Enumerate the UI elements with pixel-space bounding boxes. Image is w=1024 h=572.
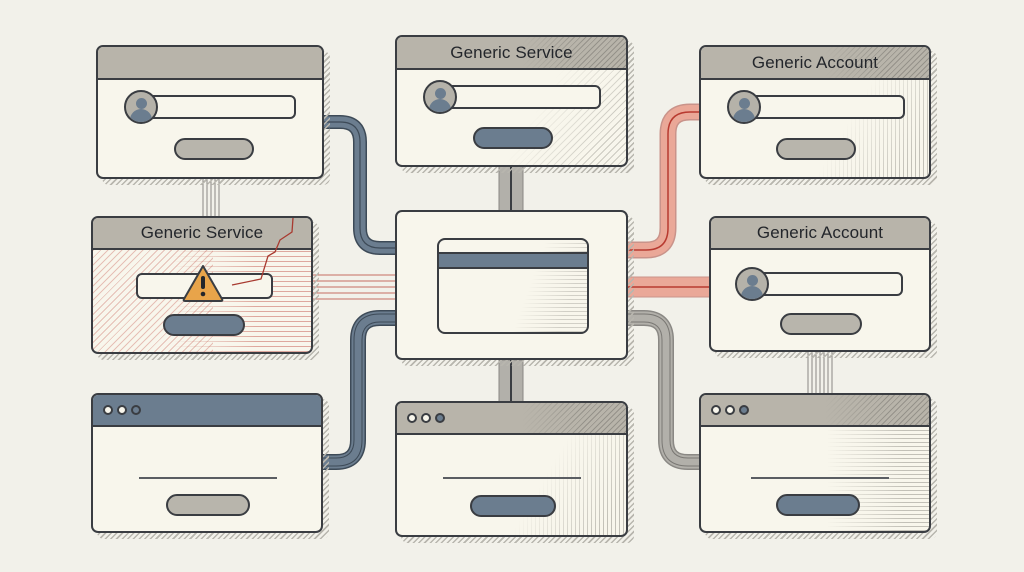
user-avatar-icon [124, 90, 158, 124]
connector-bottom-left-to-center [322, 310, 398, 470]
credit-card-icon [437, 238, 589, 334]
submit-button[interactable] [166, 494, 250, 516]
window-titlebar: Generic Service [93, 218, 311, 250]
submit-button[interactable] [470, 495, 556, 517]
window-titlebar [93, 395, 321, 427]
connector-bottom-right-to-center [628, 310, 702, 470]
window-dot-icon[interactable] [725, 405, 735, 415]
window-dot-icon[interactable] [435, 413, 445, 423]
window-dot-icon[interactable] [103, 405, 113, 415]
window-titlebar [701, 395, 929, 427]
warning-triangle-icon [182, 265, 224, 302]
window-titlebar [98, 47, 322, 80]
user-avatar-icon [727, 90, 761, 124]
window-titlebar: Generic Account [701, 47, 929, 80]
connector-top-right-to-center [628, 103, 702, 259]
text-placeholder-line [139, 477, 277, 479]
window-bottom-left [91, 393, 323, 533]
window-controls [103, 405, 141, 415]
submit-button[interactable] [174, 138, 254, 160]
window-top-right: Generic Account [699, 45, 931, 179]
window-dot-icon[interactable] [117, 405, 127, 415]
window-top-left [96, 45, 324, 179]
window-bottom-right [699, 393, 931, 533]
window-top-center: Generic Service [395, 35, 628, 167]
shading [507, 435, 626, 535]
window-controls [711, 405, 749, 415]
window-title: Generic Account [756, 223, 884, 242]
window-controls [407, 413, 445, 423]
user-avatar-icon [423, 80, 457, 114]
submit-button[interactable] [776, 494, 860, 516]
window-titlebar [397, 403, 626, 435]
connector-top-center-to-center [498, 165, 524, 213]
submit-button[interactable] [473, 127, 553, 149]
window-mid-right: Generic Account [709, 216, 931, 352]
card-magnetic-stripe [439, 252, 587, 269]
window-dot-icon[interactable] [407, 413, 417, 423]
window-dot-icon[interactable] [711, 405, 721, 415]
window-title: Generic Account [751, 52, 879, 72]
user-avatar-icon [735, 267, 769, 301]
window-titlebar: Generic Account [711, 218, 929, 250]
window-mid-left-warning: Generic Service [91, 216, 313, 354]
text-placeholder-line [751, 477, 889, 479]
window-titlebar: Generic Service [397, 37, 626, 70]
username-field[interactable] [433, 85, 601, 109]
submit-button[interactable] [780, 313, 862, 335]
submit-button[interactable] [776, 138, 856, 160]
connector-mid-right-to-bottom-right [807, 352, 833, 394]
crack-line [231, 218, 294, 286]
connector-top-left-to-center [322, 115, 398, 255]
window-title: Generic Service [450, 42, 573, 62]
window-dot-icon[interactable] [131, 405, 141, 415]
username-field[interactable] [737, 95, 905, 119]
window-dot-icon[interactable] [739, 405, 749, 415]
window-title: Generic Service [140, 223, 264, 242]
submit-button[interactable] [163, 314, 245, 336]
connector-bottom-center-to-center [498, 359, 524, 405]
connector-mid-right-to-center [628, 276, 710, 298]
text-placeholder-line [443, 477, 581, 479]
username-field[interactable] [134, 95, 296, 119]
window-bottom-center [395, 401, 628, 537]
window-center-hub [395, 210, 628, 360]
window-dot-icon[interactable] [421, 413, 431, 423]
